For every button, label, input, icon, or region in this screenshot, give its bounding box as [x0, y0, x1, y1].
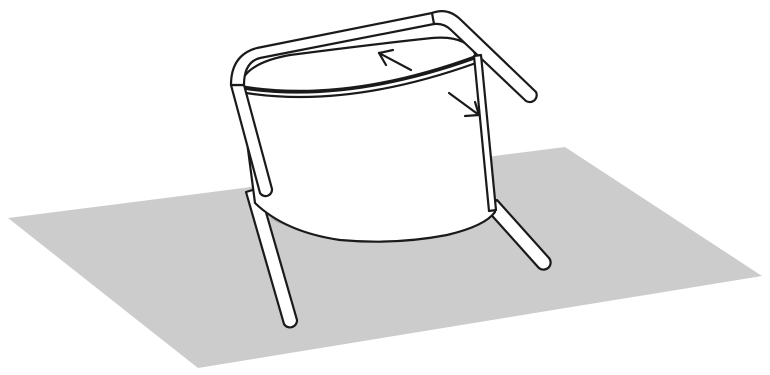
arrow-down-right-icon — [447, 91, 481, 118]
floor-plane — [8, 147, 762, 368]
front-left-leg — [244, 186, 299, 329]
seat-top — [238, 36, 478, 92]
back-frame — [229, 10, 538, 213]
front-right-leg — [484, 198, 552, 271]
arrow-up-left-icon — [377, 48, 413, 72]
